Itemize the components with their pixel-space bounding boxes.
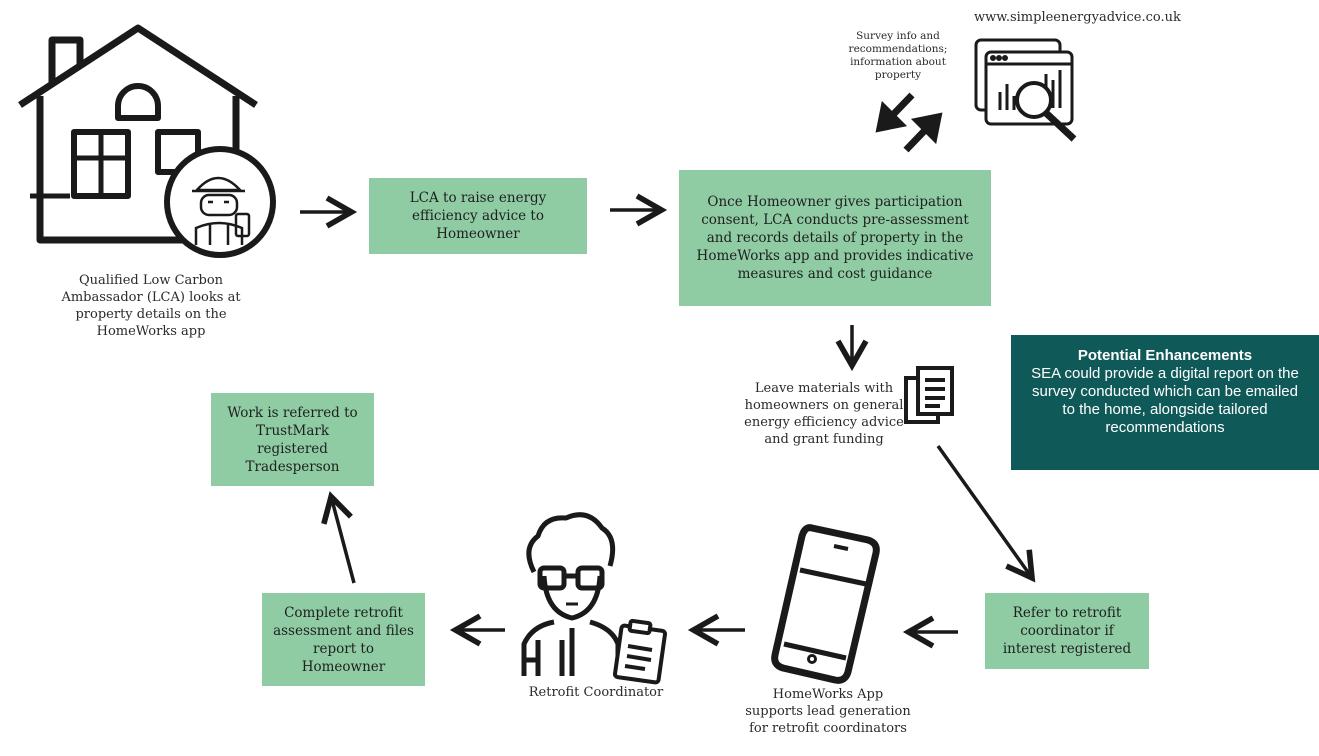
documents-icon xyxy=(904,366,954,424)
worker-icon xyxy=(164,146,276,258)
clipboard-icon xyxy=(612,618,668,685)
retrofit-coordinator-label: Retrofit Coordinator xyxy=(528,685,664,700)
coordinator-icon xyxy=(521,512,621,676)
lca-caption: Qualified Low Carbon Ambassador (LCA) lo… xyxy=(61,273,241,339)
smartphone-icon xyxy=(771,524,880,684)
website-url[interactable]: www.simpleenergyadvice.co.uk xyxy=(974,10,1181,25)
survey-exchange-label: Survey info and recommendations; informa… xyxy=(848,30,948,81)
enhancements-body: SEA could provide a digital report on th… xyxy=(1031,365,1299,436)
house-icon xyxy=(18,24,258,244)
box-trustmark-referral: Work is referred to TrustMark registered… xyxy=(211,393,374,486)
exchange-arrows-icon xyxy=(875,92,943,153)
homeworks-caption: HomeWorks App supports lead generation f… xyxy=(745,687,911,736)
arrow-materials-to-refer xyxy=(936,444,1036,583)
box-consent-preassessment: Once Homeowner gives participation conse… xyxy=(679,170,991,306)
box-complete-assessment: Complete retrofit assessment and files r… xyxy=(262,593,425,686)
leave-materials-caption: Leave materials with homeowners on gener… xyxy=(744,381,904,447)
arrow-complete-to-trustmark xyxy=(321,491,356,584)
enhancements-title: Potential Enhancements xyxy=(1077,347,1253,364)
box-refer-coordinator: Refer to retrofit coordinator if interes… xyxy=(985,593,1149,669)
box-raise-advice: LCA to raise energy efficiency advice to… xyxy=(369,178,587,254)
web-analytics-icon xyxy=(974,38,1077,142)
potential-enhancements-panel: Potential Enhancements SEA could provide… xyxy=(1011,335,1319,470)
